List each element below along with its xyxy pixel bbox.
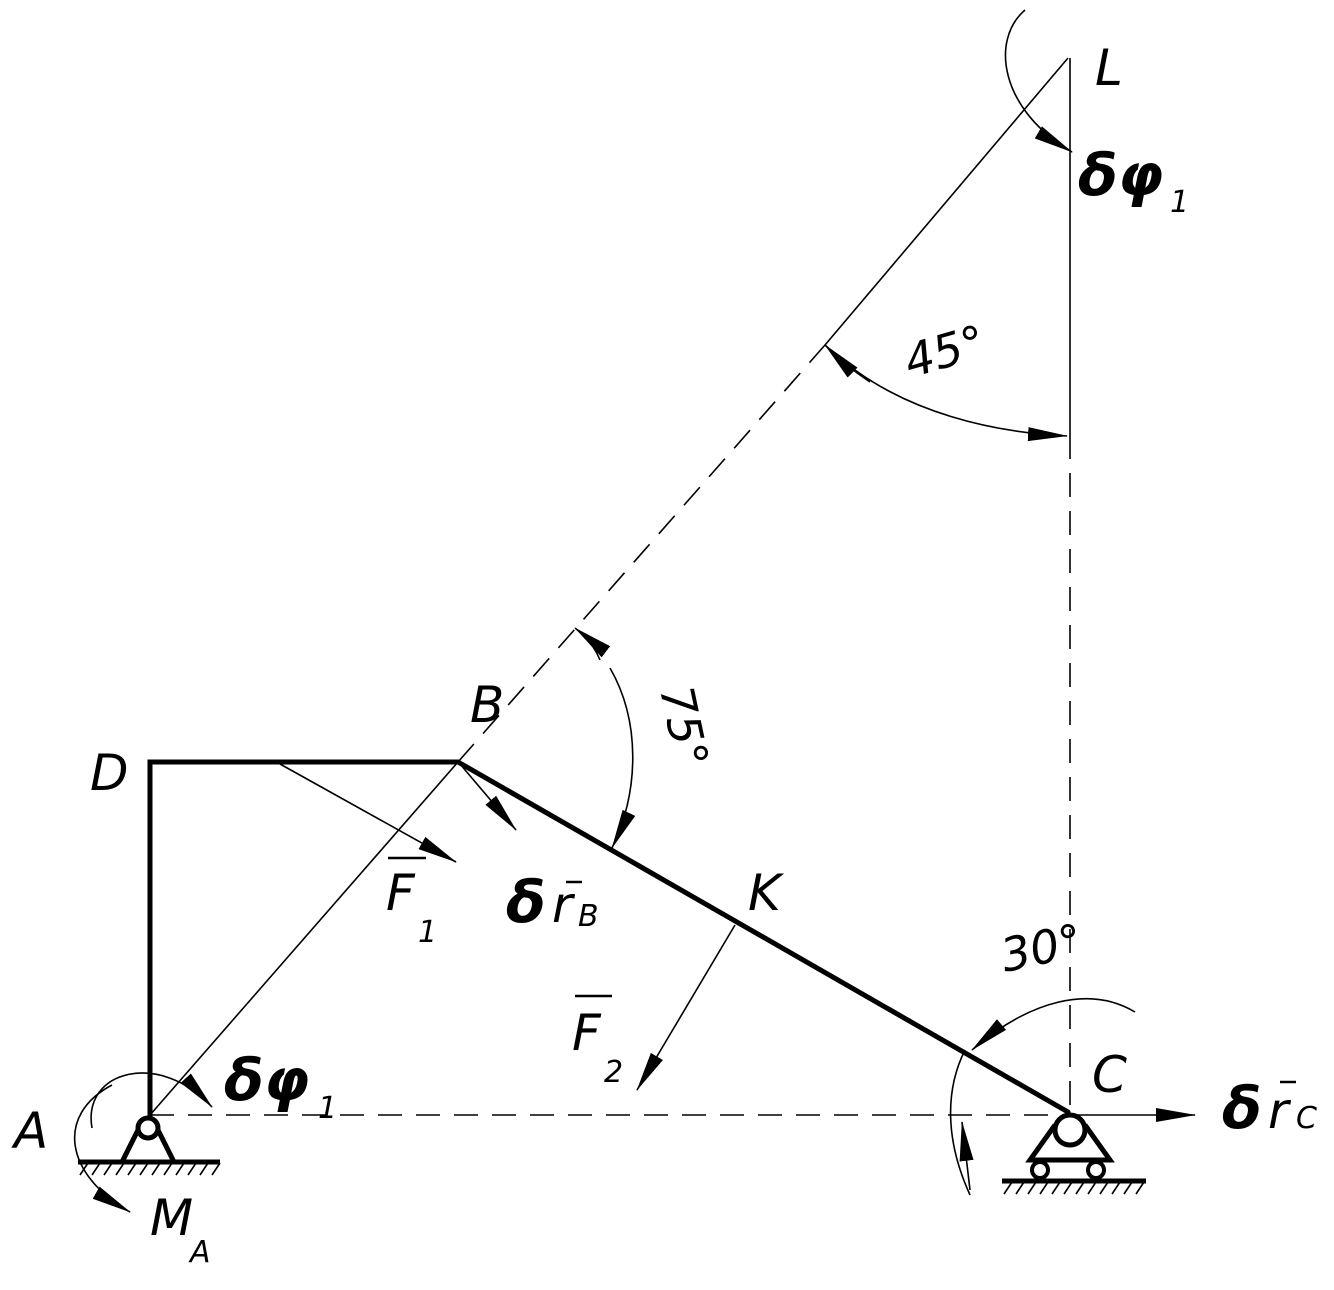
svg-text:1: 1 <box>418 915 437 950</box>
angle-75-arc-end <box>574 627 611 661</box>
svg-text:δ: δ <box>1222 1074 1262 1142</box>
label-dphi-l: δφ 1 <box>1078 141 1189 220</box>
support-c-roller <box>1002 1112 1146 1195</box>
dr-b-arrow <box>459 763 517 831</box>
svg-text:r: r <box>552 876 576 934</box>
link-ab <box>149 761 459 1116</box>
svg-text:r: r <box>1268 1082 1292 1140</box>
svg-text:2: 2 <box>604 1055 623 1090</box>
svg-text:1: 1 <box>318 1091 337 1126</box>
moment-a-arc <box>73 1084 131 1213</box>
angle-30-arc-bottom <box>949 1049 971 1196</box>
rod-bc <box>455 759 1071 1115</box>
svg-text:δ: δ <box>506 868 546 936</box>
label-angle-75: 75° <box>649 681 719 772</box>
dphi-l-arc <box>1004 9 1073 153</box>
label-ma: M A <box>150 1189 211 1270</box>
label-c: C <box>1092 1046 1127 1104</box>
label-dr-c: δ r C <box>1222 1074 1317 1142</box>
angle-30-arc-top <box>971 998 1136 1051</box>
svg-text:A: A <box>188 1235 211 1270</box>
angle-45-arc <box>854 369 1068 442</box>
angle-75-arc <box>609 667 636 849</box>
svg-text:δφ: δφ <box>224 1046 309 1114</box>
svg-text:F: F <box>386 864 416 922</box>
dphi-a-arc <box>90 1072 213 1129</box>
label-angle-30: 30° <box>996 913 1087 983</box>
line-l-upper <box>824 57 1069 346</box>
frame-adb <box>147 759 461 1118</box>
label-k: K <box>748 864 785 922</box>
label-l: L <box>1095 39 1123 97</box>
label-d: D <box>90 744 129 802</box>
svg-text:B: B <box>578 899 599 934</box>
label-b: B <box>470 676 504 734</box>
label-dphi-a: δφ 1 <box>224 1046 337 1126</box>
svg-text:C: C <box>1296 1101 1317 1136</box>
label-f1: F 1 <box>386 856 437 950</box>
svg-text:1: 1 <box>1170 185 1189 220</box>
force-f1-arrow <box>279 763 457 863</box>
label-dr-b: δ r B <box>506 868 599 936</box>
svg-text:F: F <box>572 1004 602 1062</box>
support-a <box>78 1115 221 1176</box>
force-f2-arrow <box>636 924 736 1091</box>
svg-text:δφ: δφ <box>1078 141 1163 209</box>
line-bl-dashed <box>457 344 826 763</box>
label-f2: F 2 <box>572 994 623 1090</box>
angle-45-arc-end <box>824 344 871 383</box>
label-angle-45: 45° <box>898 314 991 388</box>
angle-30-arrow-up <box>959 1121 974 1191</box>
label-a: A <box>11 1102 48 1160</box>
svg-text:M: M <box>150 1189 193 1247</box>
